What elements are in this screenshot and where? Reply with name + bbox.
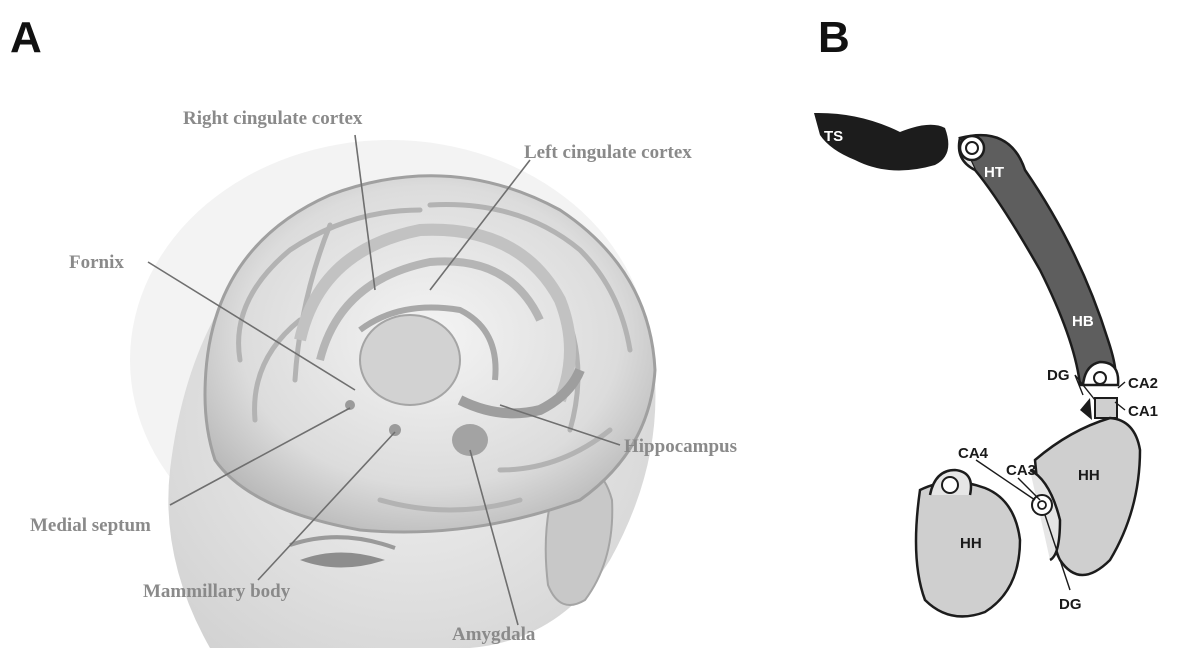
label-ca4: CA4 — [958, 445, 989, 462]
label-ts: TS — [824, 128, 843, 145]
label-medial-septum: Medial septum — [30, 515, 151, 536]
mammillary-structure — [389, 424, 401, 436]
label-hh-left: HH — [960, 535, 982, 552]
label-left-cingulate: Left cingulate cortex — [524, 142, 692, 163]
label-mammillary-body: Mammillary body — [143, 581, 291, 602]
label-fornix: Fornix — [69, 252, 124, 273]
label-ca3: CA3 — [1006, 462, 1036, 479]
brain-illustration — [130, 140, 655, 648]
label-dg-top: DG — [1047, 367, 1070, 384]
label-right-cingulate: Right cingulate cortex — [183, 108, 363, 129]
connector-piece — [1095, 398, 1117, 418]
label-ca2: CA2 — [1128, 375, 1158, 392]
label-ht: HT — [984, 164, 1004, 181]
label-ca1: CA1 — [1128, 403, 1158, 420]
label-hb: HB — [1072, 313, 1094, 330]
thalamus — [360, 315, 460, 405]
top-coil — [960, 136, 984, 160]
label-dg-bottom: DG — [1059, 596, 1082, 613]
label-hh-right: HH — [1078, 467, 1100, 484]
label-amygdala: Amygdala — [452, 624, 536, 645]
label-hippocampus: Hippocampus — [624, 436, 737, 457]
